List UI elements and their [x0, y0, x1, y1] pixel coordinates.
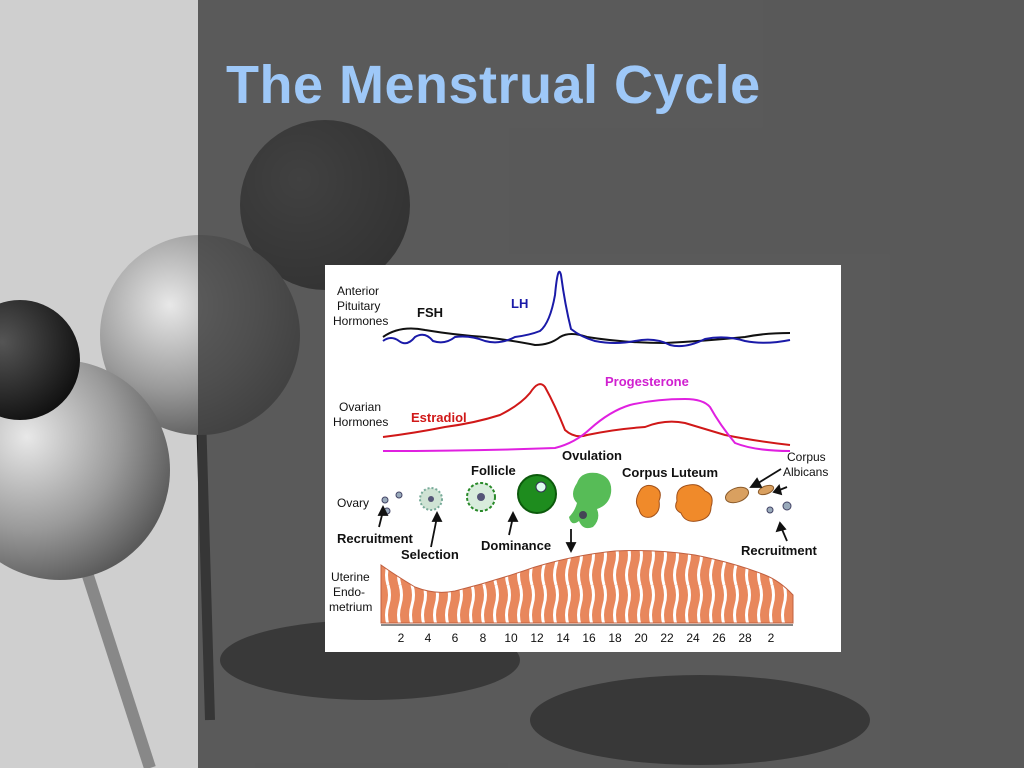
follicle-oocyte [428, 496, 434, 502]
day-tick-label: 10 [504, 631, 518, 645]
label-uterine-endometrium: Uterine Endo- metrium [329, 570, 373, 614]
corpus-luteum-mature [675, 484, 713, 522]
follicle-small [395, 491, 403, 499]
day-tick-label: 8 [480, 631, 487, 645]
follicle-small [766, 506, 774, 514]
day-tick-label: 14 [556, 631, 570, 645]
label-corpus-albicans: Corpus Albicans [783, 450, 829, 479]
day-axis: 2 4 6 8 10 12 14 16 18 20 22 24 26 28 2 [398, 631, 775, 645]
day-tick-label: 26 [712, 631, 726, 645]
corpus-luteum-early [635, 484, 661, 518]
diagram-canvas: Anterior Pituitary Hormones FSH LH Ovari… [329, 270, 829, 645]
label-ovarian-hormones: Ovarian Hormones [333, 400, 388, 429]
label-ovary: Ovary [337, 496, 369, 510]
pushpin-head-dark [0, 300, 80, 420]
label-ovulation: Ovulation [562, 448, 622, 463]
follicle-ovulating [569, 472, 612, 529]
day-tick-label: 24 [686, 631, 700, 645]
day-tick-label: 12 [530, 631, 544, 645]
day-tick-label: 22 [660, 631, 674, 645]
label-recruitment: Recruitment [337, 531, 414, 546]
day-tick-label: 20 [634, 631, 648, 645]
lh-curve [382, 270, 791, 348]
label-selection: Selection [401, 547, 459, 562]
day-tick-label: 28 [738, 631, 752, 645]
stage-arrows [377, 468, 788, 554]
day-tick-label: 16 [582, 631, 596, 645]
progesterone-curve [382, 397, 791, 452]
corpus-albicans [724, 486, 750, 504]
label-estradiol: Estradiol [411, 410, 467, 425]
follicle-small [782, 501, 792, 511]
label-recruitment-end: Recruitment [741, 543, 818, 558]
follicle-oocyte [535, 481, 547, 493]
day-tick-label: 18 [608, 631, 622, 645]
follicle-oocyte [477, 493, 485, 501]
menstrual-cycle-diagram: Anterior Pituitary Hormones FSH LH Ovari… [325, 265, 841, 652]
day-tick-label: 6 [452, 631, 459, 645]
follicle-small [381, 496, 389, 504]
label-corpus-luteum: Corpus Luteum [622, 465, 718, 480]
label-dominance: Dominance [481, 538, 551, 553]
estradiol-curve [382, 383, 791, 446]
day-tick-label: 2 [398, 631, 405, 645]
slide-title: The Menstrual Cycle [226, 55, 761, 115]
label-anterior-pituitary: Anterior Pituitary Hormones [333, 284, 388, 328]
label-lh: LH [511, 296, 528, 311]
label-follicle: Follicle [471, 463, 516, 478]
follicle-dominant [517, 474, 557, 514]
fsh-curve [382, 327, 791, 347]
label-progesterone: Progesterone [605, 374, 689, 389]
day-tick-label: 2 [768, 631, 775, 645]
endometrium-lining [380, 550, 794, 624]
day-tick-label: 4 [425, 631, 432, 645]
follicle-oocyte [579, 511, 587, 519]
label-fsh: FSH [417, 305, 443, 320]
